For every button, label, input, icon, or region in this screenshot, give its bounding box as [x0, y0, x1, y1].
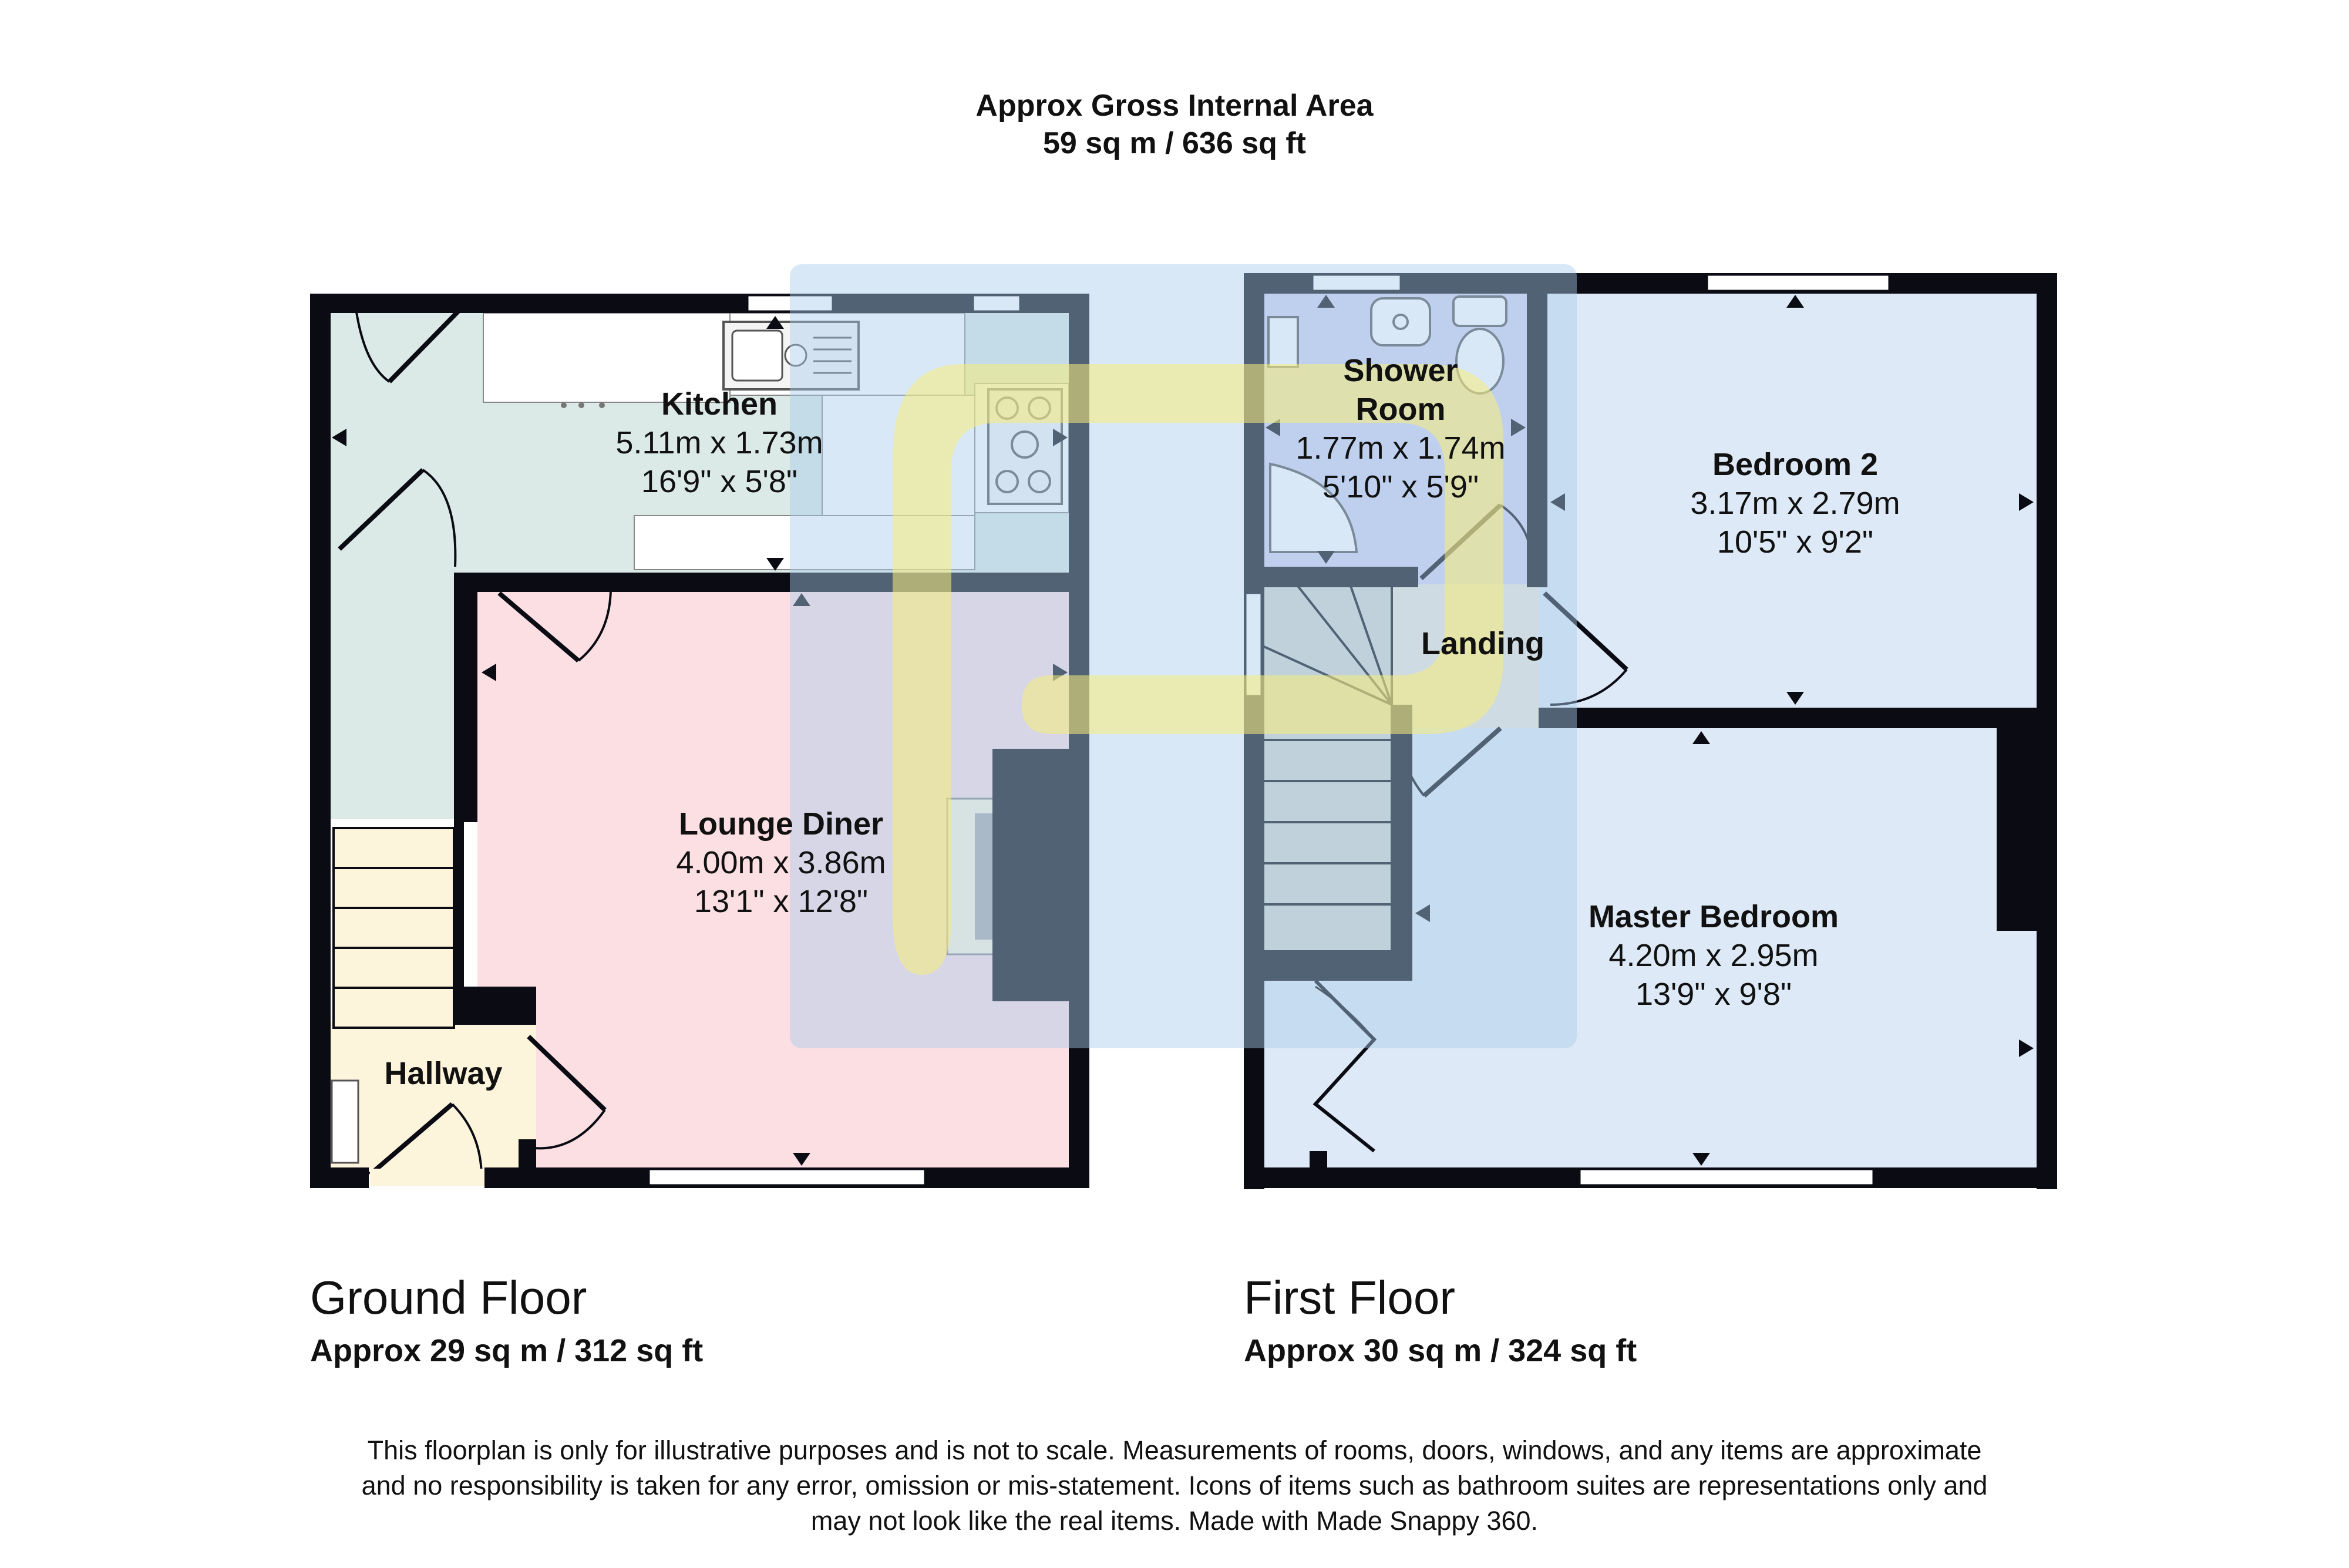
disclaimer: This floorplan is only for illustrative … [294, 1433, 2055, 1539]
bedroom2-fill [1539, 292, 2038, 715]
disclaimer-line-2: and no responsibility is taken for any e… [361, 1471, 1988, 1500]
watermark-logo [790, 264, 1577, 1048]
floor-title-first: First Floor [1244, 1271, 1455, 1324]
fireplace [946, 749, 1075, 1001]
ground-doors [338, 298, 612, 1178]
floor-area-ground: Approx 29 sq m / 312 sq ft [310, 1333, 704, 1368]
first-floor-stairs [1261, 585, 1393, 953]
disclaimer-line-3: may not look like the real items. Made w… [810, 1506, 1539, 1536]
gross-area-value: 59 sq m / 636 sq ft [1043, 126, 1306, 160]
gross-area-title: Approx Gross Internal Area [975, 89, 1374, 123]
hallway-fill [325, 1022, 536, 1169]
room-label-kitchen: Kitchen 5.11m x 1.73m 16'9" x 5'8" [615, 386, 823, 499]
measurement-arrows [332, 295, 2034, 1166]
ground-windows [648, 294, 1021, 1186]
ground-stairs [332, 827, 455, 1029]
toilet-icon [1452, 295, 1507, 327]
room-label-master-bedroom: Master Bedroom 4.20m x 2.95m 13'9" x 9'8… [1588, 899, 1839, 1012]
room-label-landing: Landing [1421, 626, 1544, 661]
room-label-shower-room: Shower Room 1.77m x 1.74m 5'10" x 5'9" [1295, 353, 1506, 504]
first-floor-plan [1244, 273, 2057, 1189]
floor-area-first: Approx 30 sq m / 324 sq ft [1244, 1333, 1637, 1368]
room-label-hallway: Hallway [384, 1056, 503, 1091]
hall-passage-fill [325, 573, 455, 819]
ground-floor-plan [310, 294, 1089, 1188]
room-label-bedroom-2: Bedroom 2 3.17m x 2.79m 10'5" x 9'2" [1690, 447, 1900, 560]
first-floor-walls [1244, 273, 2057, 1189]
floor-title-ground: Ground Floor [310, 1271, 587, 1324]
disclaimer-line-1: This floorplan is only for illustrative … [367, 1435, 1982, 1465]
shower-tray-icon [1269, 462, 1358, 553]
ground-walls [310, 294, 1089, 1188]
room-label-lounge-diner: Lounge Diner 4.00m x 3.86m 13'1" x 12'8" [676, 806, 886, 919]
